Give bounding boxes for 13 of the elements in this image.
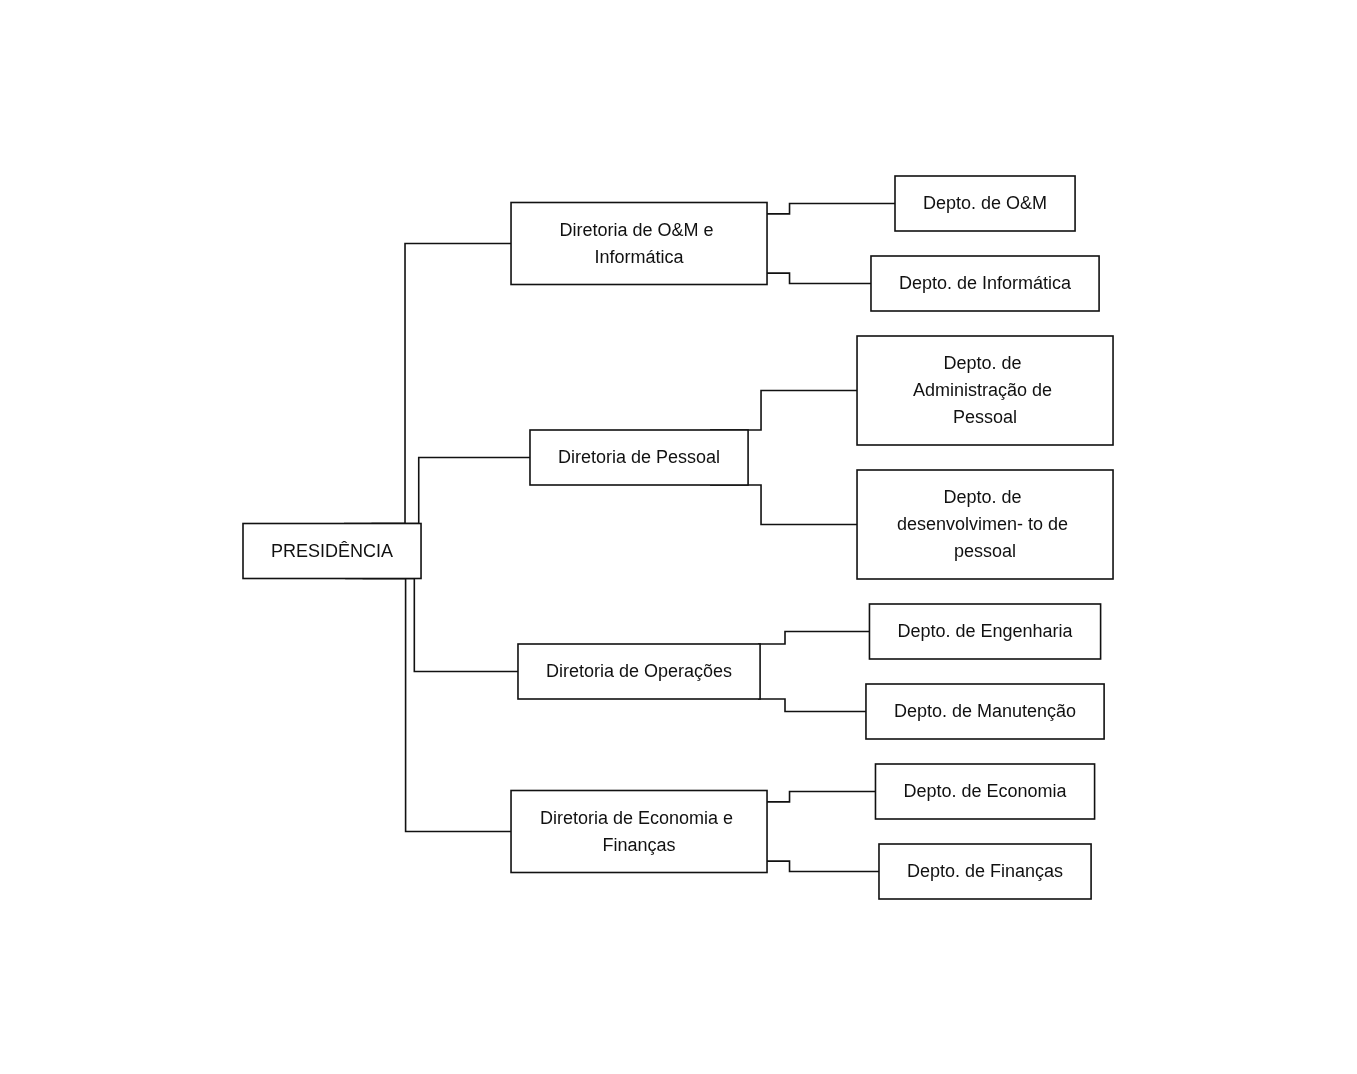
node-box: Depto. de Economia	[875, 762, 1096, 820]
node-box: Diretoria de Pessoal	[529, 428, 750, 486]
node-box: Diretoria de O&M e Informática	[510, 201, 769, 285]
node-box: Depto. de Finanças	[878, 842, 1093, 900]
node-box: Depto. de O&M	[894, 174, 1077, 232]
node-box: Depto. de Manutenção	[865, 682, 1106, 740]
node-box: Diretoria de Operações	[517, 642, 762, 700]
node-box: Depto. de desenvolvimen- to de pessoal	[856, 468, 1115, 580]
node-box: Depto. de Engenharia	[869, 602, 1102, 660]
node-box: Depto. de Informática	[870, 254, 1101, 312]
node-box: PRESIDÊNCIA	[242, 522, 423, 579]
node-box: Diretoria de Economia e Finanças	[510, 789, 769, 873]
node-box: Depto. de Administração de Pessoal	[856, 334, 1115, 446]
